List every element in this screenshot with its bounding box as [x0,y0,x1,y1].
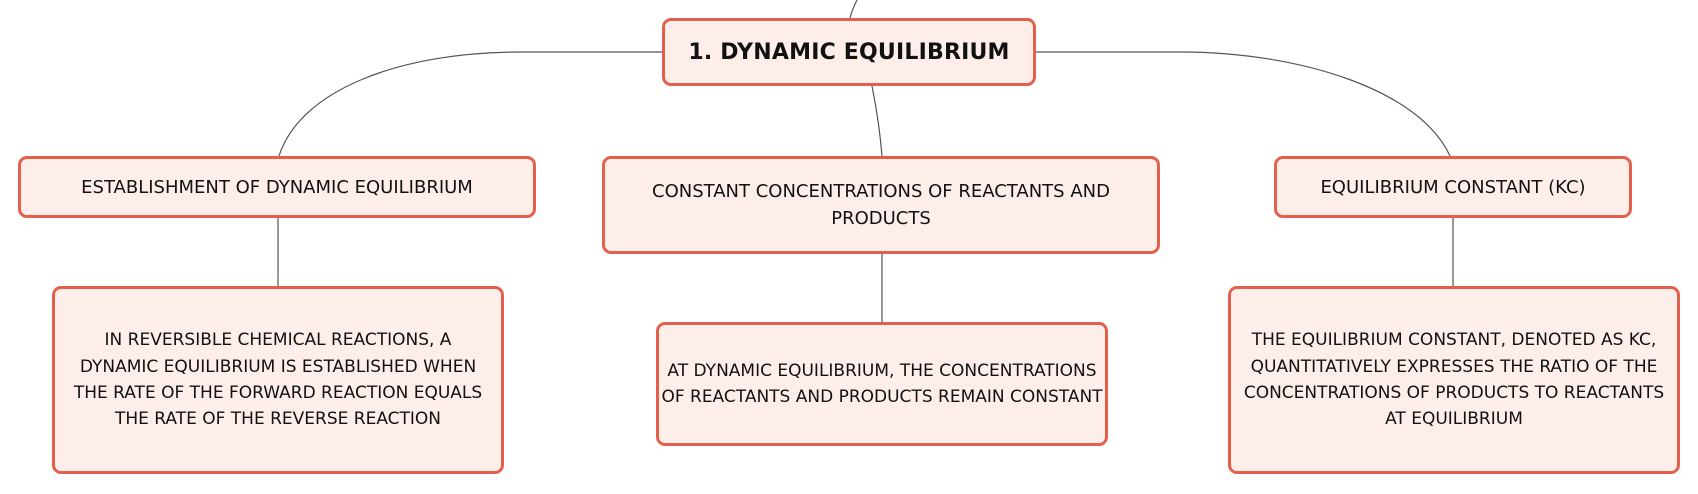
branch-node-label: EQUILIBRIUM CONSTANT (KC) [1320,176,1586,198]
detail-node-establishment[interactable]: IN REVERSIBLE CHEMICAL REACTIONS, A DYNA… [52,286,504,474]
detail-node-constant-concentrations[interactable]: AT DYNAMIC EQUILIBRIUM, THE CONCENTRATIO… [656,322,1108,446]
connector-from-parent [849,0,858,19]
connector-root-to-branch-3 [1036,51,1451,157]
detail-node-equilibrium-constant[interactable]: THE EQUILIBRIUM CONSTANT, DENOTED AS KC,… [1228,286,1680,474]
branch-node-label: ESTABLISHMENT OF DYNAMIC EQUILIBRIUM [81,176,473,198]
detail-node-text: AT DYNAMIC EQUILIBRIUM, THE CONCENTRATIO… [661,360,1103,407]
branch-node-constant-concentrations[interactable]: CONSTANT CONCENTRATIONS OF REACTANTS AND… [602,156,1160,254]
branch-node-establishment[interactable]: ESTABLISHMENT OF DYNAMIC EQUILIBRIUM [18,156,536,218]
root-node[interactable]: 1. DYNAMIC EQUILIBRIUM [662,18,1036,86]
detail-node-text: IN REVERSIBLE CHEMICAL REACTIONS, A DYNA… [73,330,483,430]
root-node-label: 1. DYNAMIC EQUILIBRIUM [688,39,1010,65]
connector-root-to-branch-2 [871,85,883,157]
connector-root-to-branch-1 [278,51,662,157]
detail-node-text: THE EQUILIBRIUM CONSTANT, DENOTED AS KC,… [1243,330,1665,430]
branch-node-label: CONSTANT CONCENTRATIONS OF REACTANTS AND… [652,181,1110,229]
branch-node-equilibrium-constant[interactable]: EQUILIBRIUM CONSTANT (KC) [1274,156,1632,218]
